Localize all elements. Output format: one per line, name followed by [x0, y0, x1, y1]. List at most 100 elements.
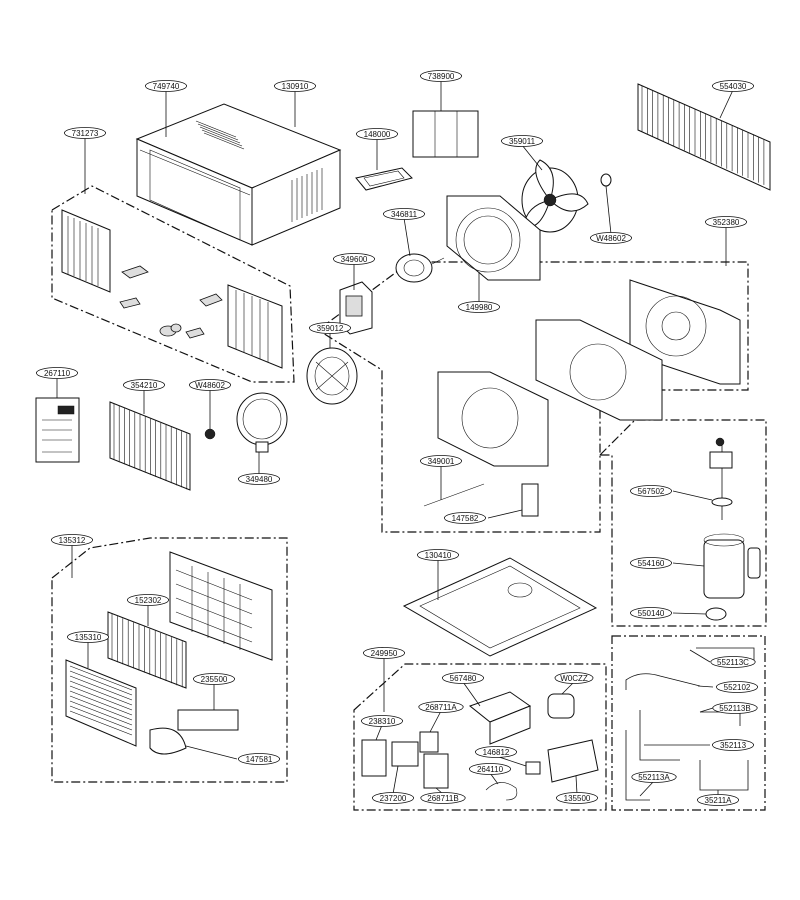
part-number-text: 567502 — [638, 487, 665, 496]
part-label-oval — [36, 367, 79, 379]
part-label-oval — [500, 135, 543, 147]
part-label-349600: 349600 — [332, 253, 375, 265]
part-label-135310: 135310 — [67, 631, 110, 643]
part-label-135500: 135500 — [556, 792, 599, 804]
part-label-130910: 130910 — [273, 80, 316, 92]
part-label-oval — [441, 672, 484, 684]
part-label-oval — [457, 301, 500, 313]
part-number-text: 349600 — [341, 255, 368, 264]
part-number-text: 749740 — [153, 82, 180, 91]
part-number-text: 264110 — [477, 765, 504, 774]
part-number-text: 731273 — [72, 129, 99, 138]
part-label-352113: 352113 — [712, 739, 755, 751]
part-number-text: 567480 — [450, 674, 477, 683]
part-number-text: 135310 — [75, 633, 102, 642]
part-label-oval — [416, 549, 459, 561]
part-label-oval — [554, 672, 594, 684]
part-label-349001: 349001 — [419, 455, 462, 467]
part-number-text: 130910 — [282, 82, 309, 91]
part-label-oval — [382, 208, 425, 220]
part-label-oval — [712, 739, 755, 751]
part-number-text: 349480 — [246, 475, 273, 484]
part-number-text: 349001 — [428, 457, 455, 466]
part-label-550140: 550140 — [630, 607, 673, 619]
part-number-text: 238310 — [369, 717, 396, 726]
control-box-parts — [361, 691, 599, 801]
motor-part — [395, 253, 445, 283]
part-label-567480: 567480 — [441, 672, 484, 684]
part-number-text: 152302 — [135, 596, 162, 605]
part-label-130410: 130410 — [416, 549, 459, 561]
leader-lines — [56, 80, 734, 797]
part-label-oval — [712, 702, 758, 714]
part-label-268711B: 268711B — [420, 792, 466, 804]
part-number-text: 554160 — [638, 559, 665, 568]
part-label-oval — [630, 557, 673, 569]
part-label-147581: 147581 — [237, 753, 280, 765]
shroud-part — [446, 195, 541, 281]
part-number-text: 550140 — [638, 609, 665, 618]
part-label-352380: 352380 — [705, 216, 748, 228]
part-label-oval — [630, 607, 673, 619]
air-guide-parts — [423, 279, 741, 517]
part-label-oval — [419, 70, 462, 82]
part-label-oval — [64, 127, 107, 139]
part-number-text: 249950 — [371, 649, 398, 658]
part-number-text: 359011 — [509, 137, 536, 146]
part-label-oval — [144, 80, 187, 92]
part-label-oval — [332, 253, 375, 265]
part-label-237200: 237200 — [371, 792, 414, 804]
part-number-text: 135500 — [564, 794, 591, 803]
part-label-554160: 554160 — [630, 557, 673, 569]
part-label-oval — [443, 512, 486, 524]
group-outline-control-box — [353, 663, 607, 811]
part-label-oval — [237, 473, 280, 485]
part-number-text: 149980 — [466, 303, 493, 312]
side-curtain-parts — [61, 209, 283, 369]
part-label-554030: 554030 — [712, 80, 755, 92]
part-label-267110: 267110 — [36, 367, 79, 379]
part-number-text: 352380 — [713, 218, 740, 227]
part-label-148000: 148000 — [355, 128, 398, 140]
part-label-oval — [705, 216, 748, 228]
part-label-146812: 146812 — [474, 746, 517, 758]
evaporator-coil-part — [109, 401, 216, 491]
group-outline-piping — [611, 635, 766, 811]
orifice-ring-part — [236, 392, 288, 453]
part-label-oval — [716, 681, 759, 693]
part-label-359011: 359011 — [500, 135, 543, 147]
part-number-text: 354210 — [131, 381, 158, 390]
part-number-text: W0CZZ — [560, 674, 588, 683]
axial-fan-part — [521, 159, 612, 233]
part-number-text: 359012 — [317, 324, 344, 333]
part-label-oval — [127, 594, 170, 606]
part-number-text: 135312 — [59, 536, 86, 545]
part-number-text: W48602 — [596, 234, 626, 243]
part-label-238310: 238310 — [360, 715, 403, 727]
group-outline-compressor — [598, 419, 767, 627]
blower-wheel-part — [306, 347, 358, 405]
part-label-oval — [630, 485, 673, 497]
part-label-552113C: 552113C — [710, 656, 756, 668]
part-label-oval — [273, 80, 316, 92]
part-number-text: 35211A — [705, 796, 733, 805]
part-label-749740: 749740 — [144, 80, 187, 92]
part-label-oval — [419, 455, 462, 467]
part-label-oval — [556, 792, 599, 804]
part-label-249950: 249950 — [362, 647, 405, 659]
part-label-W48602_mid: W48602 — [188, 379, 231, 391]
part-label-oval — [418, 701, 464, 713]
part-label-264110: 264110 — [468, 763, 511, 775]
part-number-text: 147581 — [246, 755, 273, 764]
part-number-text: 352113 — [720, 741, 747, 750]
part-label-235500: 235500 — [192, 673, 235, 685]
part-label-731273: 731273 — [64, 127, 107, 139]
part-number-text: 738900 — [428, 72, 455, 81]
part-label-oval — [308, 322, 351, 334]
cabinet-part — [135, 103, 342, 246]
part-label-oval — [420, 792, 466, 804]
part-number-text: 552113A — [638, 773, 670, 782]
part-number-text: 146812 — [483, 748, 510, 757]
part-number-text: 267110 — [44, 369, 71, 378]
part-label-354210: 354210 — [123, 379, 166, 391]
